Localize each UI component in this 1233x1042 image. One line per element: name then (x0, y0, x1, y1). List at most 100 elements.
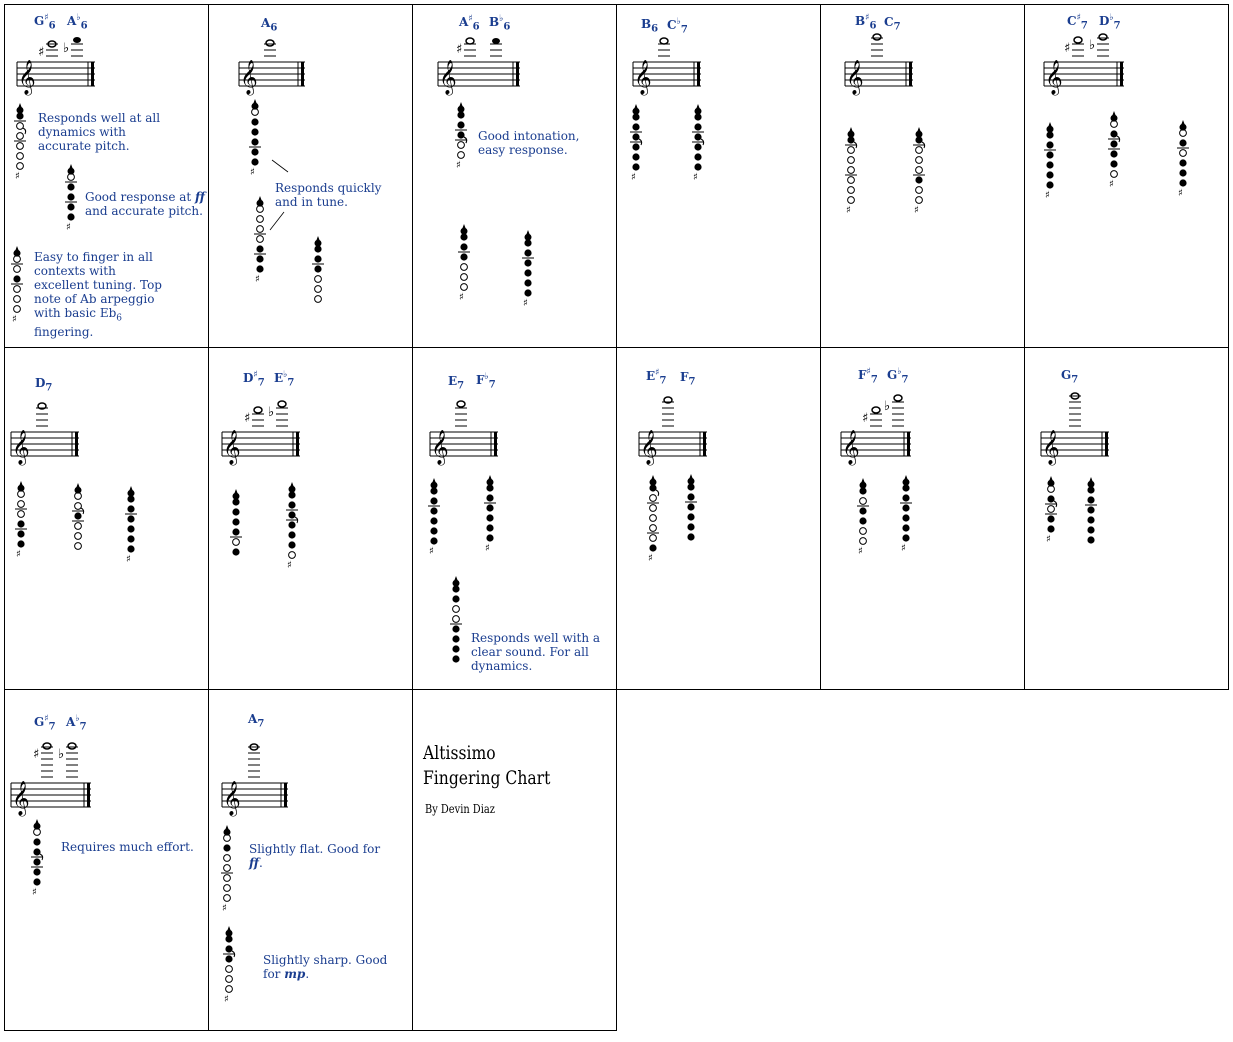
key-closed (632, 163, 640, 171)
low-key-icon: ♯ (648, 553, 653, 564)
treble-clef-icon: 𝄞 (846, 60, 864, 96)
treble-clef-icon: 𝄞 (223, 781, 241, 817)
key-closed (33, 878, 41, 886)
key-open (314, 275, 322, 283)
note-label: B6 (641, 17, 659, 35)
staff-end-bar (296, 432, 299, 456)
staff-end-bar (87, 783, 90, 807)
octave-key-icon (694, 104, 702, 115)
key-open (847, 186, 855, 194)
key-closed (225, 955, 233, 963)
octave-key-icon (452, 576, 460, 587)
key-closed (13, 275, 21, 283)
key-closed (460, 233, 468, 241)
key-closed (232, 498, 240, 506)
key-closed (251, 158, 259, 166)
side-key-icon (80, 507, 85, 515)
note-head (73, 37, 81, 43)
accidental-icon: ♯ (244, 411, 250, 426)
octave-key-icon (314, 236, 322, 247)
note-label: G7 (1061, 368, 1079, 386)
key-open (225, 985, 233, 993)
key-closed (632, 143, 640, 151)
key-open (649, 524, 657, 532)
key-closed (859, 517, 867, 525)
key-closed (694, 143, 702, 151)
annotation: Responds quickly and in tune. (275, 181, 382, 209)
key-closed (694, 163, 702, 171)
treble-clef-icon: 𝄞 (12, 781, 30, 817)
staff-end-bar (494, 432, 497, 456)
key-closed (452, 655, 460, 663)
low-key-icon: ♯ (287, 560, 292, 571)
note-label: A♯6 (459, 14, 480, 33)
key-open (17, 490, 25, 498)
octave-key-icon (74, 483, 82, 494)
low-key-icon: ♯ (224, 994, 229, 1005)
annotation: Good response at ff and accurate pitch. (85, 190, 205, 218)
note-label: E♭7 (274, 370, 295, 389)
staff-end-bar (907, 432, 910, 456)
key-open (847, 156, 855, 164)
note-label: D7 (35, 376, 53, 394)
key-closed (632, 113, 640, 121)
key-closed (902, 534, 910, 542)
key-open (74, 542, 82, 550)
staff-end-bar (1105, 432, 1108, 456)
treble-clef-icon: 𝄞 (18, 60, 36, 96)
key-closed (1087, 496, 1095, 504)
key-open (256, 215, 264, 223)
note-head (872, 33, 882, 41)
key-open (1110, 120, 1118, 128)
accidental-icon: ♯ (862, 411, 868, 426)
key-closed (915, 136, 923, 144)
key-open (457, 141, 465, 149)
key-open (859, 527, 867, 535)
octave-key-icon (1047, 476, 1055, 487)
cell-g7 (1024, 347, 1229, 690)
octave-key-icon (902, 475, 910, 486)
note-label: G♯6 (34, 13, 56, 32)
key-closed (288, 491, 296, 499)
key-open (649, 504, 657, 512)
accidental-icon: ♯ (33, 747, 39, 762)
key-closed (1046, 131, 1054, 139)
key-closed (632, 133, 640, 141)
accidental-icon: ♭ (58, 747, 64, 762)
key-closed (486, 534, 494, 542)
key-closed (1046, 181, 1054, 189)
cell-gs6-ab6 (4, 4, 209, 348)
note-label: F7 (680, 370, 696, 388)
low-key-icon: ♯ (32, 887, 37, 898)
key-closed (486, 494, 494, 502)
key-closed (251, 128, 259, 136)
key-closed (452, 595, 460, 603)
note-label: G♯7 (34, 714, 56, 733)
octave-key-icon (13, 246, 21, 257)
key-closed (17, 530, 25, 538)
side-key-icon (22, 127, 27, 135)
annotation: Responds well with a clear sound. For al… (471, 631, 601, 673)
note-label: C7 (884, 15, 901, 33)
octave-key-icon (288, 482, 296, 493)
annotation: Slightly sharp. Good for mp. (263, 953, 388, 981)
key-closed (67, 193, 75, 201)
note-head (253, 406, 263, 414)
treble-clef-icon: 𝄞 (1042, 430, 1060, 466)
octave-key-icon (524, 230, 532, 241)
key-closed (915, 176, 923, 184)
key-closed (1087, 526, 1095, 534)
key-closed (847, 136, 855, 144)
key-open (1047, 505, 1055, 513)
key-closed (67, 213, 75, 221)
key-closed (524, 259, 532, 267)
key-open (33, 828, 41, 836)
key-closed (16, 112, 24, 120)
key-closed (74, 512, 82, 520)
key-closed (452, 625, 460, 633)
low-key-icon: ♯ (1046, 534, 1051, 545)
key-closed (256, 245, 264, 253)
key-closed (486, 484, 494, 492)
key-closed (524, 269, 532, 277)
